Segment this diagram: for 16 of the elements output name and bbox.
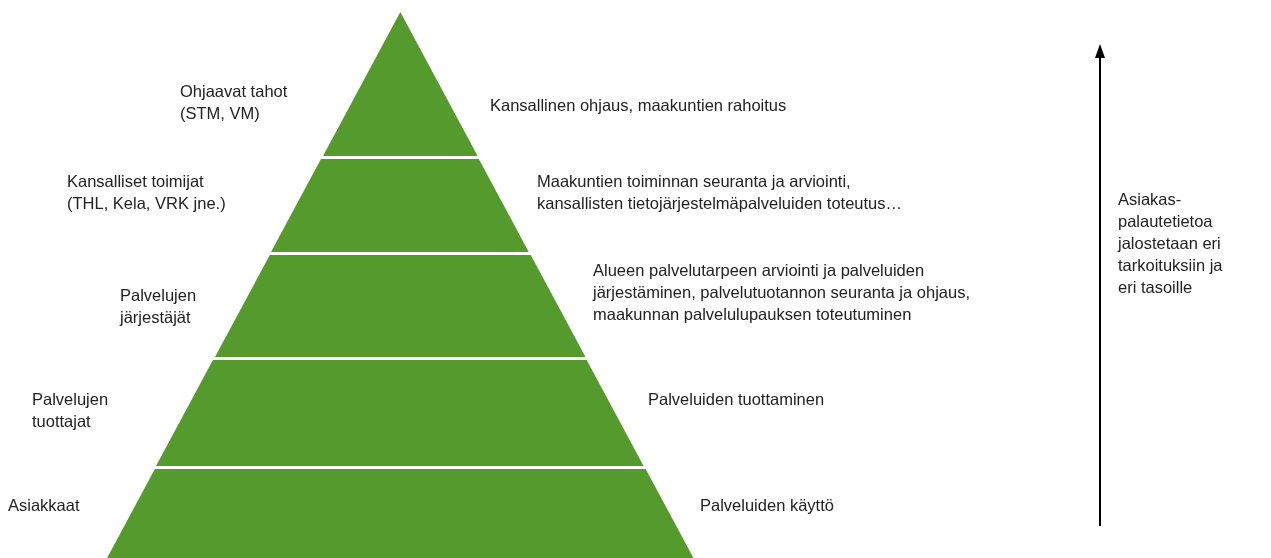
- level-label: Palvelujen järjestäjät: [120, 285, 198, 328]
- level-description: Kansallinen ohjaus, maakuntien rahoitus: [490, 95, 788, 116]
- note-text: Asiakas- palautetietoa jalostetaan eri tarkoituksiin ja eri tasoille: [1118, 189, 1224, 298]
- pyramid-band: [105, 469, 695, 558]
- level-description: Palveluiden tuottaminen: [648, 389, 826, 410]
- pyramid-band: [271, 159, 529, 252]
- pyramid-band: [322, 12, 478, 156]
- level-description: Alueen palvelutarpeen arviointi ja palveluiden järjestäminen, palvelutuotannon seuranta ja ohjaus, maakunnan palvelulupauksen toteutuminen: [593, 260, 971, 325]
- level-label: Asiakkaat: [8, 495, 81, 516]
- level-label: Ohjaavat tahot (STM, VM): [180, 81, 289, 124]
- level-label: Kansalliset toimijat (THL, Kela, VRK jne.): [67, 171, 227, 214]
- pyramid-band: [156, 360, 644, 466]
- level-label: Palvelujen tuottajat: [32, 389, 110, 432]
- level-description: Maakuntien toiminnan seuranta ja arviointi, kansallisten tietojärjestelmäpalveluiden toteutus…: [537, 171, 904, 214]
- pyramid-band: [214, 255, 586, 357]
- level-description: Palveluiden käyttö: [700, 495, 835, 516]
